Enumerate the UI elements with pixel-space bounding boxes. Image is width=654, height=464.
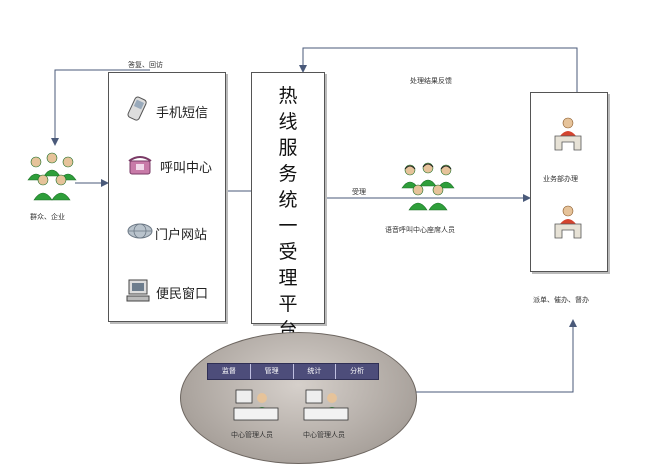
channels-box: [108, 72, 226, 322]
admin-label-1: 中心管理人员: [231, 431, 273, 439]
tab-analysis[interactable]: 分析: [350, 367, 365, 375]
feedback-arrow: [299, 47, 578, 92]
admin-workstation-icon: [233, 389, 279, 421]
accept-label: 受理: [352, 188, 366, 196]
unified-platform-box: 热 线 服 务 统 一 受 理 平 台: [251, 72, 325, 341]
channel-label-web-portal: 门户网站: [155, 228, 208, 243]
computer-icon: [126, 279, 150, 302]
public-label: 群众、企业: [30, 213, 65, 221]
platform-title: 热 线 服 务 统 一 受 理 平 台: [278, 85, 298, 341]
management-tab-bar: 监督 管理 统计 分析: [207, 363, 379, 380]
department-label: 业务部办理: [543, 175, 578, 183]
department-officer-icon: [554, 117, 582, 151]
workflow-diagram: 答复、回访 受理 处理结果反馈 派单、催办、督办 群众、企业 手机短信 呼叫中心…: [27, 47, 608, 464]
channel-label-service-window: 便民窗口: [156, 287, 209, 302]
dispatch-label: 派单、催办、督办: [533, 296, 589, 304]
department-officer-icon-2: [554, 205, 582, 239]
web-portal-icon: [127, 223, 153, 239]
admin-workstation-icon-2: [303, 389, 349, 421]
tab-supervise[interactable]: 监督: [208, 364, 251, 379]
tab-statistics[interactable]: 统计: [294, 364, 337, 379]
channel-label-sms: 手机短信: [156, 106, 209, 121]
admin-label-2: 中心管理人员: [303, 431, 345, 439]
public-group-icon: [27, 152, 77, 201]
connectors: [51, 47, 578, 393]
management-center: [180, 332, 417, 464]
call-center-staff-icon: [401, 162, 455, 211]
reply-label: 答复、回访: [128, 61, 163, 69]
reply-arrow: [51, 69, 150, 146]
feedback-label: 处理结果反馈: [410, 77, 452, 85]
telephone-icon: [128, 156, 152, 175]
mobile-phone-icon: [127, 96, 147, 121]
tab-manage[interactable]: 管理: [251, 364, 294, 379]
call-center-staff-label: 语音呼叫中心座席人员: [385, 226, 455, 234]
dispatch-arrow: [408, 319, 577, 393]
channel-label-call-center: 呼叫中心: [160, 161, 213, 176]
